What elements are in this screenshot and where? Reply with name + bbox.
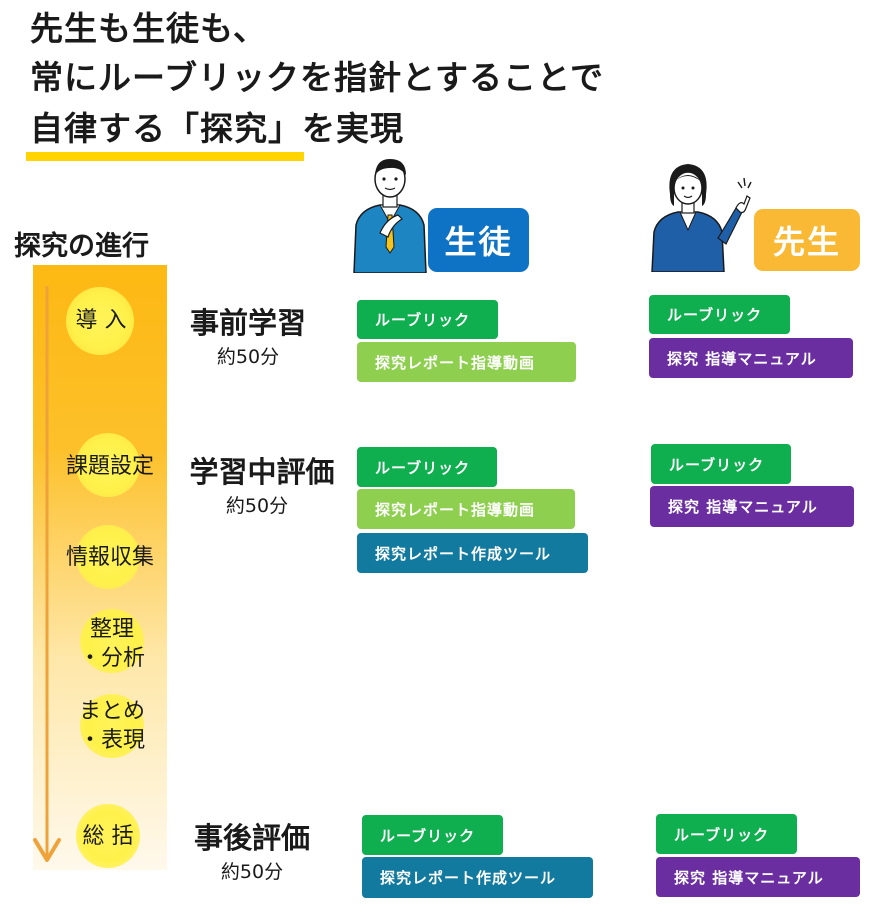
headline-underline	[26, 152, 304, 161]
phase-mid-assessment: 学習中評価 約50分	[180, 449, 344, 518]
stage-circle-wrapup	[76, 804, 140, 868]
phase-duration: 約50分	[216, 346, 280, 368]
headline-line-1: 先生も生徒も、	[30, 9, 268, 48]
teacher-manual-chip[interactable]: 探究 指導マニュアル	[649, 338, 853, 378]
headline-line-2: 常にルーブリックを指針とすることで	[30, 58, 605, 97]
headline-highlight-text: 自律する「探究」	[30, 109, 302, 148]
teacher-badge: 先生	[754, 209, 860, 271]
teacher-manual-chip[interactable]: 探究 指導マニュアル	[650, 486, 854, 527]
headline-line-3: 自律する「探究」を実現	[30, 112, 404, 145]
stage-circle-analysis	[80, 609, 144, 673]
stage-summarize-express: まとめ ・表現	[78, 699, 145, 754]
student-report-video-chip[interactable]: 探究レポート指導動画	[357, 342, 576, 382]
stage-circle-intro	[66, 287, 134, 355]
phase-duration: 約50分	[225, 495, 289, 517]
phase-title: 事前学習	[189, 306, 306, 340]
stage-info-gathering: 情報収集	[65, 545, 154, 570]
student-report-tool-chip[interactable]: 探究レポート作成ツール	[357, 533, 588, 573]
student-figure-icon	[353, 159, 427, 273]
stage-circle-info	[76, 525, 140, 589]
stage-organize-analyze: 整理 ・分析	[78, 617, 145, 672]
progress-title: 探究の進行	[14, 231, 149, 262]
teacher-rubric-chip[interactable]: ルーブリック	[651, 444, 791, 484]
phase-title: 事後評価	[193, 821, 310, 855]
student-report-video-chip[interactable]: 探究レポート指導動画	[357, 489, 575, 529]
teacher-manual-chip[interactable]: 探究 指導マニュアル	[656, 857, 860, 897]
teacher-rubric-chip[interactable]: ルーブリック	[656, 814, 797, 854]
phase-post-assessment: 事後評価 約50分	[182, 815, 322, 884]
headline-line-3-tail: を実現	[302, 109, 404, 148]
stage-intro: 導 入	[75, 308, 127, 333]
phase-title: 学習中評価	[189, 455, 335, 489]
stage-topic-setting: 課題設定	[65, 454, 154, 479]
student-rubric-chip[interactable]: ルーブリック	[357, 447, 497, 487]
stage-wrap-up: 総 括	[82, 824, 134, 849]
student-report-tool-chip[interactable]: 探究レポート作成ツール	[362, 857, 593, 898]
stage-circle-summary	[80, 694, 144, 758]
phase-pre-learning: 事前学習 約50分	[178, 300, 318, 369]
student-rubric-chip[interactable]: ルーブリック	[357, 300, 498, 339]
progress-arrow-icon	[33, 286, 61, 862]
teacher-rubric-chip[interactable]: ルーブリック	[649, 295, 790, 334]
student-badge: 生徒	[428, 208, 529, 272]
student-rubric-chip[interactable]: ルーブリック	[362, 815, 503, 855]
teacher-figure-icon	[651, 164, 752, 272]
stage-circle-topic	[76, 433, 140, 497]
phase-duration: 約50分	[220, 861, 284, 883]
